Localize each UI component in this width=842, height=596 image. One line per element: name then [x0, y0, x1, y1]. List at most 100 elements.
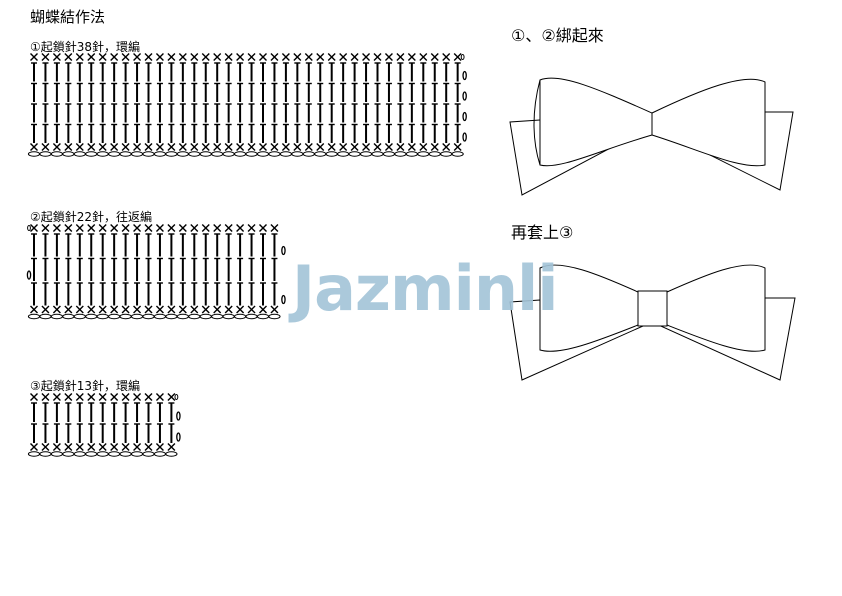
single-crochet-mark [316, 143, 325, 151]
single-crochet-mark [167, 53, 176, 61]
single-crochet-mark [373, 53, 382, 61]
stitch-chart-3 [27, 393, 181, 457]
single-crochet-mark [30, 224, 38, 232]
single-crochet-mark [75, 393, 84, 401]
single-crochet-mark [304, 143, 313, 151]
single-crochet-mark [350, 53, 359, 61]
single-crochet-mark [224, 305, 233, 314]
single-crochet-mark [259, 53, 267, 61]
single-crochet-mark [52, 443, 61, 451]
single-crochet-mark [52, 224, 61, 232]
single-crochet-mark [236, 53, 245, 61]
turning-chain-mark [176, 432, 181, 442]
single-crochet-mark [213, 224, 222, 232]
single-crochet-mark [98, 393, 107, 401]
single-crochet-mark [144, 393, 153, 401]
single-crochet-mark [155, 443, 164, 451]
single-crochet-mark [407, 53, 416, 61]
single-crochet-mark [98, 53, 107, 61]
single-crochet-mark [167, 305, 176, 314]
single-crochet-mark [236, 224, 245, 232]
single-crochet-mark [167, 224, 176, 232]
single-crochet-mark [167, 443, 176, 451]
slip-stitch-mark [27, 225, 31, 231]
single-crochet-mark [327, 143, 336, 151]
single-crochet-mark [350, 143, 359, 151]
single-crochet-mark [110, 443, 119, 451]
single-crochet-mark [98, 143, 107, 151]
single-crochet-mark [224, 53, 233, 61]
single-crochet-mark [110, 305, 119, 314]
turning-chain-mark [26, 270, 32, 280]
single-crochet-mark [396, 143, 405, 151]
single-crochet-mark [247, 224, 256, 232]
single-crochet-mark [362, 53, 371, 61]
single-crochet-mark [236, 305, 245, 314]
single-crochet-mark [144, 53, 153, 61]
single-crochet-mark [98, 224, 107, 232]
single-crochet-mark [201, 224, 210, 232]
stitch-chart-1 [27, 53, 467, 157]
single-crochet-mark [201, 143, 210, 151]
single-crochet-mark [247, 143, 256, 151]
single-crochet-mark [362, 143, 371, 151]
single-crochet-mark [144, 224, 153, 232]
slip-stitch-mark [174, 394, 179, 400]
single-crochet-mark [270, 224, 279, 232]
single-crochet-mark [87, 305, 96, 314]
single-crochet-mark [213, 143, 222, 151]
single-crochet-mark [121, 53, 130, 61]
single-crochet-mark [167, 143, 176, 151]
single-crochet-mark [213, 53, 222, 61]
single-crochet-mark [110, 143, 119, 151]
turning-chain-mark [281, 294, 286, 305]
single-crochet-mark [453, 143, 462, 151]
turning-chain-mark [462, 70, 467, 81]
bow-1-drawing [509, 77, 794, 196]
single-crochet-mark [98, 305, 107, 314]
single-crochet-mark [121, 224, 130, 232]
single-crochet-mark [155, 305, 164, 314]
single-crochet-mark [41, 143, 50, 151]
single-crochet-mark [224, 143, 233, 151]
stitch-chart-2 [26, 224, 286, 320]
single-crochet-mark [133, 143, 142, 151]
single-crochet-mark [75, 53, 84, 61]
single-crochet-mark [52, 143, 61, 151]
single-crochet-mark [316, 53, 325, 61]
single-crochet-mark [396, 53, 405, 61]
single-crochet-mark [121, 305, 130, 314]
single-crochet-mark [373, 143, 382, 151]
single-crochet-mark [133, 443, 142, 451]
single-crochet-mark [270, 53, 279, 61]
single-crochet-mark [178, 224, 187, 232]
single-crochet-mark [75, 143, 84, 151]
single-crochet-mark [144, 443, 153, 451]
single-crochet-mark [133, 305, 142, 314]
single-crochet-mark [281, 143, 290, 151]
page-title: 蝴蝶結作法 [30, 8, 106, 26]
single-crochet-mark [201, 53, 210, 61]
single-crochet-mark [30, 393, 38, 401]
single-crochet-mark [133, 53, 142, 61]
single-crochet-mark [259, 143, 267, 151]
single-crochet-mark [442, 53, 451, 61]
single-crochet-mark [75, 305, 84, 314]
diagram-2-label: ②起鎖針22針，往返編 [30, 210, 153, 224]
single-crochet-mark [41, 305, 50, 314]
chain-stitch-mark [268, 313, 281, 320]
turning-chain-mark [176, 411, 181, 421]
slip-stitch-mark [460, 54, 465, 60]
bow-2-drawing [509, 264, 796, 381]
single-crochet-mark [155, 143, 164, 151]
single-crochet-mark [419, 53, 428, 61]
step-2-label: 再套上③ [511, 223, 574, 242]
single-crochet-mark [155, 224, 164, 232]
bow-1-loop-edge [533, 79, 541, 166]
single-crochet-mark [293, 53, 302, 61]
single-crochet-mark [41, 443, 50, 451]
single-crochet-mark [52, 53, 61, 61]
single-crochet-mark [110, 393, 119, 401]
single-crochet-mark [110, 224, 119, 232]
single-crochet-mark [190, 143, 199, 151]
